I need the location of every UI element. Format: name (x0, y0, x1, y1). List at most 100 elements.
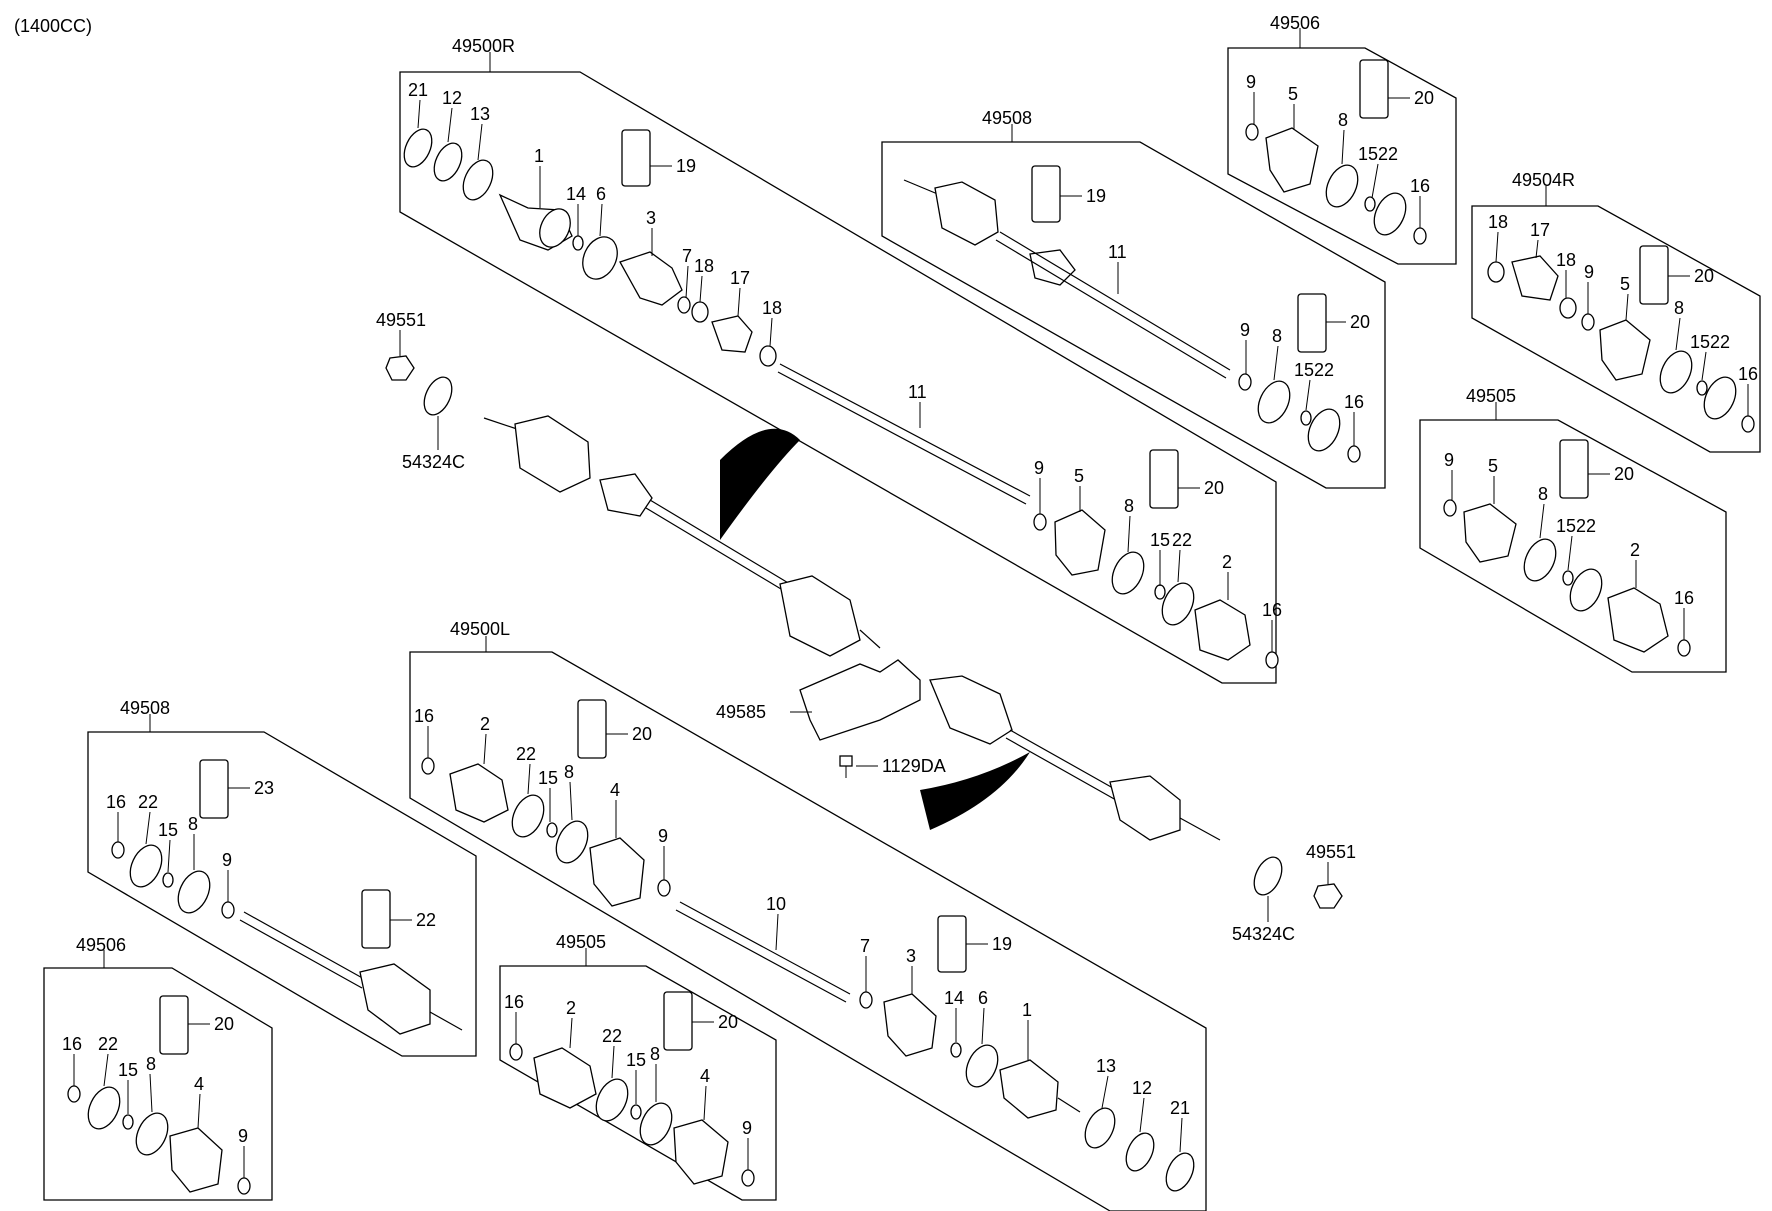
shield-49585 (799, 659, 921, 741)
loose-parts-bottom: 54324C 49551 (1232, 842, 1356, 944)
callout-4-b: 4 (194, 1074, 204, 1094)
group-49504R-title: 49504R (1512, 170, 1575, 190)
callout-15-e: 15 (626, 1050, 646, 1070)
callout-9-f: 9 (658, 826, 668, 846)
group-49500R: 49500R 21 12 13 1 14 6 (399, 36, 1282, 684)
callout-22-f: 22 (602, 1026, 622, 1046)
callout-9-g: 9 (222, 850, 232, 870)
callout-11-b: 11 (1108, 242, 1127, 262)
outer-joint-49508 (934, 181, 999, 246)
washer-54324C-bottom-label: 54324C (1232, 924, 1295, 944)
grease-19-49508 (1031, 165, 1061, 223)
callout-2-d: 2 (566, 998, 576, 1018)
callout-8-g: 8 (188, 814, 198, 834)
assembled-shaft-left (920, 675, 1221, 841)
callout-1: 1 (534, 146, 544, 166)
group-49500L-title: 49500L (450, 619, 510, 639)
grease-19-a (621, 129, 651, 187)
callout-18-c: 18 (1488, 212, 1508, 232)
assembled-shaft-right (483, 415, 881, 657)
outer-joint-1-L (999, 1059, 1059, 1119)
callout-20-c: 20 (1350, 312, 1370, 332)
callout-8-d: 8 (1674, 298, 1684, 318)
callout-15-a: 15 (1150, 530, 1170, 550)
callout-2-c: 2 (480, 714, 490, 734)
grease-20-49505-right (1559, 439, 1589, 499)
callout-15-b: 15 (538, 768, 558, 788)
ring-18-a (691, 301, 709, 323)
band-6 (582, 236, 618, 280)
ring-12-L (1125, 1132, 1155, 1172)
arrow-right-shaft (720, 428, 800, 540)
callout-4-c: 4 (700, 1066, 710, 1086)
engine-spec-header: (1400CC) (14, 16, 92, 36)
group-49505-bottom-frame (499, 965, 777, 1201)
band-8-right (1111, 551, 1145, 595)
callout-8-b: 8 (1338, 110, 1348, 130)
callout-12-b: 12 (1132, 1078, 1152, 1098)
callout-8-e: 8 (1538, 484, 1548, 504)
loose-parts-top: 49551 54324C (376, 310, 465, 472)
bolt-1129DA (839, 755, 853, 767)
shield-group: 49585 1129DA (716, 659, 946, 778)
boot-3-L (883, 993, 937, 1057)
grease-23 (199, 759, 229, 819)
callout-15-c: 15 (158, 820, 178, 840)
grease-20-a (1149, 449, 1179, 509)
callout-22-b: 22 (516, 744, 536, 764)
callout-9-i: 9 (742, 1118, 752, 1138)
damper-17-49504R (1511, 255, 1559, 301)
arrow-left-shaft (920, 752, 1030, 830)
callout-5-d: 5 (1488, 456, 1498, 476)
callout-20-d: 20 (1694, 266, 1714, 286)
callout-22-a: 22 (1172, 530, 1192, 550)
grease-20-49508 (1297, 293, 1327, 353)
callout-20-b: 20 (1414, 88, 1434, 108)
callout-20-h: 20 (718, 1012, 738, 1032)
callout-9-h: 9 (238, 1126, 248, 1146)
callout-16-a: 16 (1262, 600, 1282, 620)
callout-22-c: 22 (138, 792, 158, 812)
callout-6: 6 (596, 184, 606, 204)
band-22-right (1161, 582, 1195, 626)
grease-20-49505-bottom (663, 991, 693, 1051)
callout-8-a: 8 (1124, 496, 1134, 516)
callout-3: 3 (646, 208, 656, 228)
inner-joint-2-49505-right (1607, 587, 1669, 653)
group-49508-top-frame (881, 141, 1386, 489)
callout-16-c: 16 (1344, 392, 1364, 412)
grease-20-49506-bottom (159, 995, 189, 1055)
callout-1522-b: 1522 (1294, 360, 1334, 380)
bolt-1129DA-label: 1129DA (882, 756, 946, 776)
shaft-11-right (777, 363, 1031, 505)
inner-joint-2-L (449, 763, 509, 823)
callout-10: 10 (766, 894, 786, 914)
shaft-11-49508 (995, 231, 1231, 379)
callout-14: 14 (566, 184, 586, 204)
inner-joint-2-49505-bottom (533, 1047, 597, 1109)
callout-20-a: 20 (1204, 478, 1224, 498)
callout-6-b: 6 (978, 988, 988, 1008)
group-49505-bottom-title: 49505 (556, 932, 606, 952)
callout-5-b: 5 (1288, 84, 1298, 104)
clip-16-right (1265, 651, 1279, 669)
callout-1-b: 1 (1022, 1000, 1032, 1020)
group-49505-right-title: 49505 (1466, 386, 1516, 406)
callout-1522-c: 1522 (1690, 332, 1730, 352)
group-49506-top-title: 49506 (1270, 13, 1320, 33)
boot-5-49505-right (1463, 503, 1517, 563)
damper-17 (711, 315, 753, 353)
boot-5-right (1054, 509, 1106, 576)
nut-49551-bottom-label: 49551 (1306, 842, 1356, 862)
group-49506-top-frame (1227, 47, 1457, 265)
group-49500L-frame (409, 651, 1207, 1211)
callout-9-c: 9 (1240, 320, 1250, 340)
callout-3-b: 3 (906, 946, 916, 966)
clip-14 (572, 235, 584, 251)
grease-22 (361, 889, 391, 949)
boot-3 (619, 251, 683, 306)
callout-21: 21 (408, 80, 428, 100)
group-49500R-frame (399, 71, 1277, 684)
boot-4-49505-bottom (673, 1119, 729, 1185)
